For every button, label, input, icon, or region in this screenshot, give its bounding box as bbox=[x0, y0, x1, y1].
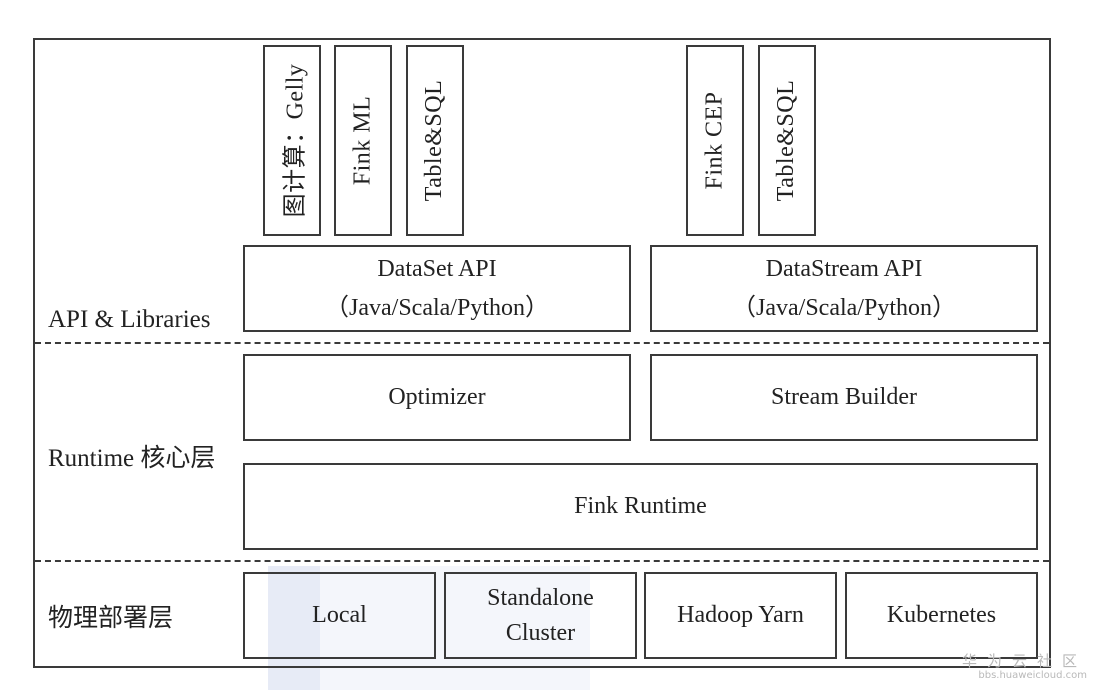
deploy-kubernetes-box: Kubernetes bbox=[845, 572, 1038, 659]
library-gelly-label: 图计算：Gelly bbox=[282, 63, 309, 218]
deploy-yarn-box: Hadoop Yarn bbox=[644, 572, 837, 659]
watermark-cn: 华为云社区 bbox=[961, 652, 1087, 670]
datastream-api-name: DataStream API bbox=[765, 256, 923, 283]
datastream-api-box: DataStream API （Java/Scala/Python） bbox=[650, 245, 1038, 332]
deploy-standalone-line1: Standalone bbox=[487, 584, 594, 611]
layer-label-api: API & Libraries bbox=[48, 306, 211, 333]
deploy-standalone-box: Standalone Cluster bbox=[444, 572, 637, 659]
optimizer-box: Optimizer bbox=[243, 354, 631, 441]
library-table-sql-right-label: Table&SQL bbox=[773, 79, 800, 202]
library-fink-cep-box: Fink CEP bbox=[686, 45, 744, 236]
watermark-stripe bbox=[268, 566, 320, 690]
diagram-frame bbox=[33, 38, 1051, 668]
optimizer-label: Optimizer bbox=[388, 384, 486, 411]
deploy-local-box: Local bbox=[243, 572, 436, 659]
library-table-sql-left-label: Table&SQL bbox=[421, 79, 448, 202]
dataset-api-box: DataSet API （Java/Scala/Python） bbox=[243, 245, 631, 332]
library-fink-cep-label: Fink CEP bbox=[701, 91, 728, 190]
layer-separator-api-runtime bbox=[35, 342, 1049, 344]
library-table-sql-left-box: Table&SQL bbox=[406, 45, 464, 236]
layer-separator-runtime-deploy bbox=[35, 560, 1049, 562]
dataset-api-name: DataSet API bbox=[377, 256, 497, 283]
layer-label-runtime: Runtime 核心层 bbox=[48, 445, 216, 472]
watermark-stripe-light bbox=[320, 566, 590, 690]
deploy-kubernetes-label: Kubernetes bbox=[886, 602, 997, 629]
fink-runtime-box: Fink Runtime bbox=[243, 463, 1038, 550]
deploy-yarn-label: Hadoop Yarn bbox=[677, 602, 804, 629]
deploy-local-label: Local bbox=[312, 602, 367, 629]
deploy-standalone-line2: Cluster bbox=[505, 619, 576, 646]
site-watermark: 华为云社区 bbs.huaweicloud.com bbox=[962, 652, 1087, 682]
watermark-url: bbs.huaweicloud.com bbox=[978, 670, 1087, 681]
library-gelly-box: 图计算：Gelly bbox=[263, 45, 321, 236]
library-table-sql-right-box: Table&SQL bbox=[758, 45, 816, 236]
datastream-api-langs: （Java/Scala/Python） bbox=[732, 294, 956, 321]
stream-builder-box: Stream Builder bbox=[650, 354, 1038, 441]
library-fink-ml-box: Fink ML bbox=[334, 45, 392, 236]
stream-builder-label: Stream Builder bbox=[771, 384, 917, 411]
library-fink-ml-label: Fink ML bbox=[349, 95, 376, 186]
dataset-api-langs: （Java/Scala/Python） bbox=[325, 294, 549, 321]
layer-label-deploy: 物理部署层 bbox=[48, 605, 174, 632]
fink-runtime-label: Fink Runtime bbox=[574, 493, 707, 520]
